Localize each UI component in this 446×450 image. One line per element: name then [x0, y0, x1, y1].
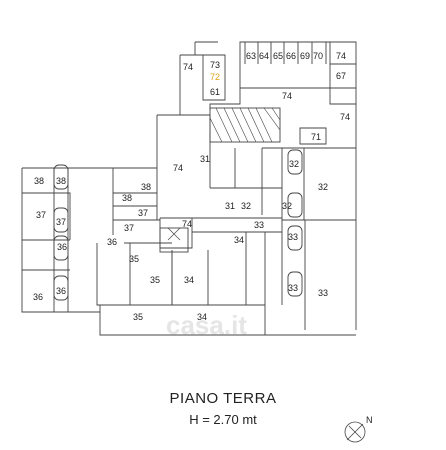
wall [96, 242, 173, 306]
room-label: 66 [286, 51, 296, 61]
pier [53, 235, 69, 261]
room-label: 33 [288, 232, 298, 242]
room-label: 31 [200, 154, 210, 164]
pier [287, 271, 303, 297]
room-label: 34 [197, 312, 207, 322]
room-label: 74 [336, 51, 346, 61]
wall [99, 305, 356, 336]
room-label: 74 [340, 112, 350, 122]
pier [53, 275, 69, 301]
room-label: 37 [138, 208, 148, 218]
room-label: 74 [182, 219, 192, 229]
room-label: 70 [313, 51, 323, 61]
room-label: 32 [289, 159, 299, 169]
wall [261, 148, 357, 221]
room-label: 61 [210, 87, 220, 97]
room-label: 36 [33, 292, 43, 302]
room-label: 38 [141, 182, 151, 192]
north-label: N [366, 415, 373, 425]
room-label: 35 [129, 254, 139, 264]
room-label: 35 [133, 312, 143, 322]
room-label-highlighted: 72 [210, 72, 220, 82]
wall [21, 167, 157, 313]
room-label: 74 [183, 62, 193, 72]
room-label: 73 [210, 60, 220, 70]
room-label: 74 [282, 91, 292, 101]
room-label: 37 [36, 210, 46, 220]
room-label: 33 [288, 283, 298, 293]
wall [281, 220, 357, 330]
room-label: 38 [34, 176, 44, 186]
room-label: 67 [336, 71, 346, 81]
stair-x [167, 227, 181, 241]
room-label: 36 [56, 286, 66, 296]
north-arrow-icon [344, 421, 366, 443]
wall [244, 42, 327, 64]
wall [156, 114, 211, 220]
plan-title: PIANO TERRA [169, 390, 277, 407]
room-label: 74 [173, 163, 183, 173]
wall [209, 88, 357, 149]
wall [171, 232, 266, 306]
wall [210, 148, 263, 215]
wall [112, 168, 160, 235]
room-label: 71 [311, 132, 321, 142]
watermark: casa.it [166, 310, 247, 340]
wall [179, 54, 203, 115]
room-label: 33 [318, 288, 328, 298]
room-label: 35 [150, 275, 160, 285]
room-label: 32 [282, 201, 292, 211]
pier [287, 225, 303, 251]
pier [53, 207, 69, 233]
room-label: 34 [234, 235, 244, 245]
wall [194, 41, 226, 101]
stair-box [159, 227, 189, 253]
room-label: 38 [122, 193, 132, 203]
room-label: 36 [57, 242, 67, 252]
pier [287, 149, 303, 175]
hatch [209, 107, 281, 143]
room-label: 38 [56, 176, 66, 186]
pier [53, 164, 69, 190]
room-label: 31 [225, 201, 235, 211]
pier [287, 192, 303, 218]
room-label: 34 [184, 275, 194, 285]
room-label: 36 [107, 237, 117, 247]
room-label: 69 [300, 51, 310, 61]
room-label: 37 [56, 217, 66, 227]
wall [329, 42, 356, 88]
stair-core [209, 107, 281, 143]
room-label: 64 [259, 51, 269, 61]
room-label: 65 [273, 51, 283, 61]
room-label: 32 [241, 201, 251, 211]
room-label: 33 [254, 220, 264, 230]
height-note: H = 2.70 mt [189, 412, 257, 427]
room-label: 32 [318, 182, 328, 192]
room-label: 63 [246, 51, 256, 61]
room-label: 37 [124, 223, 134, 233]
